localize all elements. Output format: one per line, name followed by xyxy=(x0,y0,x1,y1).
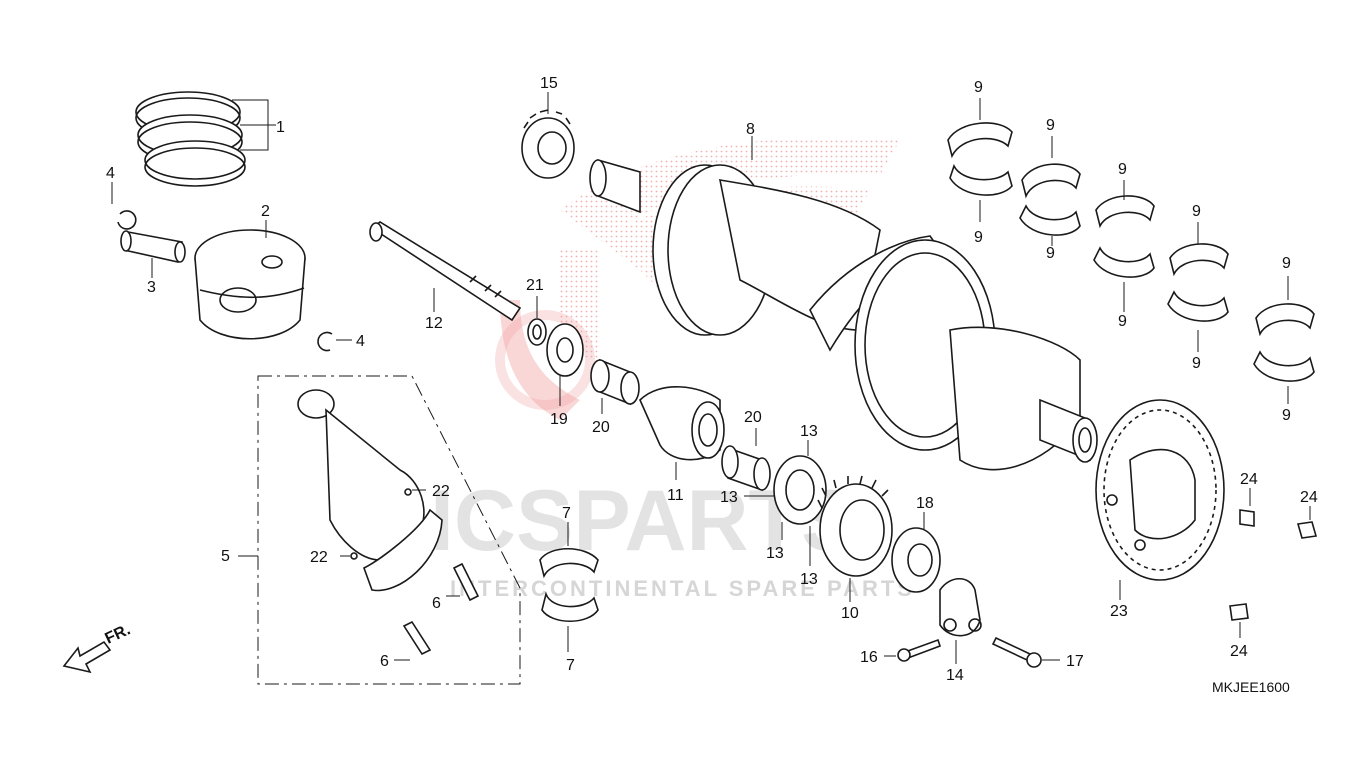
callout-9-d: 9 xyxy=(1046,245,1055,262)
front-label: FR. xyxy=(103,621,134,647)
callout-6-upper: 6 xyxy=(432,595,441,612)
washer-18 xyxy=(891,512,941,593)
drive-gear xyxy=(817,475,893,602)
callout-24-c: 24 xyxy=(1230,643,1248,660)
callout-3: 3 xyxy=(147,279,156,296)
balancer-shaft xyxy=(369,221,522,322)
callout-24-b: 24 xyxy=(1300,489,1318,506)
crankshaft xyxy=(589,136,1098,471)
callout-labels: 1 2 3 4 4 5 6 6 7 7 8 9 9 9 9 9 9 9 9 9 … xyxy=(106,75,1318,684)
conrod-assembly xyxy=(238,375,521,685)
callout-9-g: 9 xyxy=(1192,203,1201,220)
callout-16: 16 xyxy=(860,649,878,666)
callout-18: 18 xyxy=(916,495,934,512)
callout-10: 10 xyxy=(841,605,859,622)
callout-22-lower: 22 xyxy=(310,549,328,566)
callout-8: 8 xyxy=(746,121,755,138)
callout-14: 14 xyxy=(946,667,964,684)
callout-9-e: 9 xyxy=(1118,161,1127,178)
callout-9-c: 9 xyxy=(1046,117,1055,134)
callout-24-a: 24 xyxy=(1240,471,1258,488)
callout-11: 11 xyxy=(667,487,684,504)
callout-12: 12 xyxy=(425,315,443,332)
callout-5: 5 xyxy=(221,548,230,565)
bearing-cage xyxy=(744,440,827,566)
needle-bearing-20b xyxy=(721,428,771,492)
callout-1: 1 xyxy=(276,119,285,136)
callout-13-c: 13 xyxy=(766,545,784,562)
drawing-code: MKJEE1600 xyxy=(1212,679,1290,695)
callout-13-b: 13 xyxy=(720,489,738,506)
snap-ring-upper xyxy=(117,210,137,230)
callout-22-upper: 22 xyxy=(432,483,450,500)
watermark-tagline: INTERCONTINENTAL SPARE PARTS xyxy=(450,576,915,601)
piston-rings xyxy=(135,91,276,187)
callout-13-a: 13 xyxy=(800,423,818,440)
sleeve xyxy=(639,386,725,480)
callout-15: 15 xyxy=(540,75,558,92)
callout-7-lower: 7 xyxy=(566,657,575,674)
bolt-24a xyxy=(1239,488,1255,527)
callout-20-b: 20 xyxy=(744,409,762,426)
piston xyxy=(194,220,306,340)
callout-23: 23 xyxy=(1110,603,1128,620)
small-gear xyxy=(521,92,575,179)
callout-9-h: 9 xyxy=(1192,355,1201,372)
main-bearings xyxy=(947,98,1315,404)
bolt-24b xyxy=(1296,506,1318,539)
thrust-washer-19 xyxy=(546,323,584,406)
needle-bearing-20a xyxy=(590,358,640,414)
callout-4-upper: 4 xyxy=(106,165,115,182)
callout-9-j: 9 xyxy=(1282,407,1291,424)
rod-bearings xyxy=(539,522,599,652)
washer-21 xyxy=(527,296,547,346)
callout-9-f: 9 xyxy=(1118,313,1127,330)
callout-9-a: 9 xyxy=(974,79,983,96)
callout-7-upper: 7 xyxy=(562,505,571,522)
callout-17: 17 xyxy=(1066,653,1084,670)
callout-13-d: 13 xyxy=(800,571,818,588)
bolt-24c xyxy=(1229,603,1249,638)
callout-19: 19 xyxy=(550,411,568,428)
callout-9-b: 9 xyxy=(974,229,983,246)
bolt-17 xyxy=(991,636,1060,668)
callout-6-lower: 6 xyxy=(380,653,389,670)
snap-ring-lower xyxy=(317,331,333,352)
cam-lever xyxy=(939,577,982,664)
callout-20-a: 20 xyxy=(592,419,610,436)
callout-2: 2 xyxy=(261,203,270,220)
piston-pin xyxy=(120,230,186,278)
bolt-16 xyxy=(884,638,942,662)
callout-21: 21 xyxy=(526,277,544,294)
front-direction-arrow: FR. xyxy=(62,621,134,674)
reluctor-ring xyxy=(1095,399,1225,600)
callout-4-lower: 4 xyxy=(356,333,365,350)
callout-9-i: 9 xyxy=(1282,255,1291,272)
